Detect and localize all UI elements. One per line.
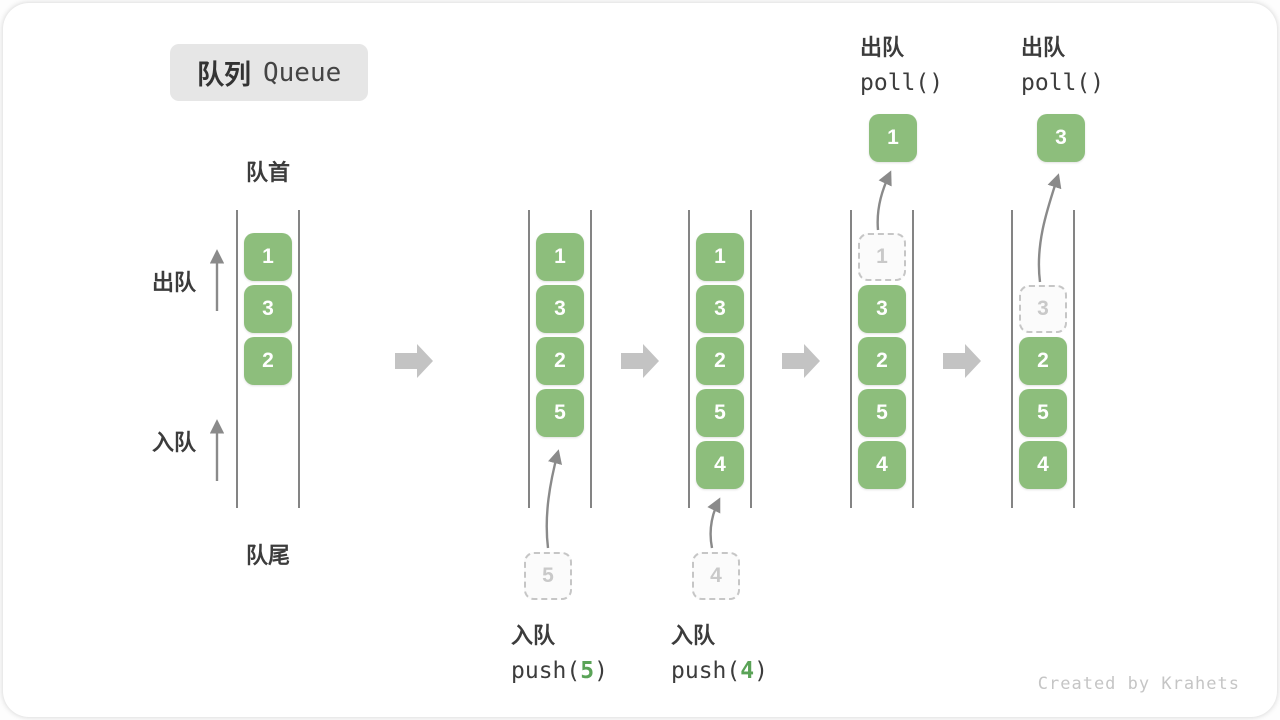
queue-cell: 2 — [1019, 337, 1067, 385]
title-en: Queue — [263, 57, 342, 88]
title-badge: 队列 Queue — [170, 44, 369, 101]
queue-cell: 4 — [696, 441, 744, 489]
push5-op-code: push(5) — [511, 658, 608, 684]
poll2-op-label: 出队 poll() — [1021, 30, 1104, 96]
dequeue-side-label: 出队 — [152, 270, 197, 295]
push4-op-label: 入队 push(4) — [671, 618, 768, 684]
push5-op-zh: 入队 — [511, 623, 556, 648]
queue-cell: 1 — [244, 233, 292, 281]
queue-cell: 5 — [536, 389, 584, 437]
queue-cell: 4 — [1019, 441, 1067, 489]
queue-cell: 3 — [536, 285, 584, 333]
queue-cell: 1 — [536, 233, 584, 281]
queue-cell: 2 — [696, 337, 744, 385]
push5-op-label: 入队 push(5) — [511, 618, 608, 684]
poll2-op-zh: 出队 — [1021, 35, 1066, 60]
polled-cell: 1 — [869, 114, 917, 162]
poll2-op-code: poll() — [1021, 70, 1105, 96]
queue-cell: 4 — [858, 441, 906, 489]
watermark: Created by Krahets — [1037, 674, 1240, 694]
poll1-op-code: poll() — [860, 70, 944, 96]
queue-cell: 1 — [696, 233, 744, 281]
queue-cell: 5 — [858, 389, 906, 437]
removed-cell: 3 — [1019, 285, 1067, 333]
polled-cell: 3 — [1037, 114, 1085, 162]
queue-cell: 5 — [696, 389, 744, 437]
queue-cell: 3 — [696, 285, 744, 333]
enqueue-side-label: 入队 — [152, 430, 197, 455]
queue-cell: 2 — [536, 337, 584, 385]
queue-cell: 5 — [1019, 389, 1067, 437]
title-zh: 队列 — [197, 60, 251, 90]
queue-rear-label: 队尾 — [245, 543, 291, 568]
removed-cell: 1 — [858, 233, 906, 281]
queue-front-label: 队首 — [245, 160, 291, 185]
push4-op-code: push(4) — [671, 658, 768, 684]
canvas-card — [3, 3, 1277, 717]
queue-cell: 3 — [858, 285, 906, 333]
queue-cell: 2 — [244, 337, 292, 385]
incoming-cell: 5 — [524, 552, 572, 600]
queue-cell: 3 — [244, 285, 292, 333]
incoming-cell: 4 — [692, 552, 740, 600]
poll1-op-label: 出队 poll() — [860, 30, 943, 96]
poll1-op-zh: 出队 — [860, 35, 905, 60]
push4-op-zh: 入队 — [671, 623, 716, 648]
queue-cell: 2 — [858, 337, 906, 385]
